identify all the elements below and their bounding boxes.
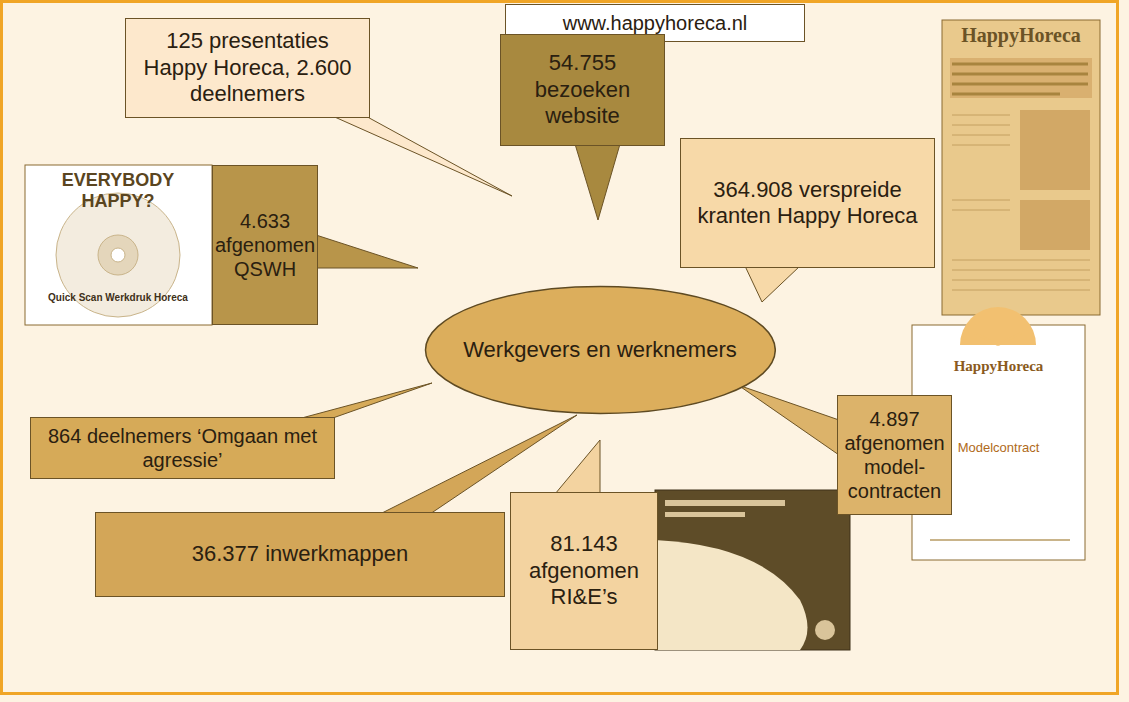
callout-bubble: 36.377 inwerkmappen: [95, 512, 505, 597]
newspaper: [942, 20, 1100, 315]
node-text: 54.755 bezoeken website: [507, 50, 658, 129]
callout-bubble: 81.143 afgenomen RI&E’s: [510, 492, 658, 650]
node-text: 864 deelnemers ‘Omgaan met agressie’: [37, 424, 328, 472]
node-text: www.happyhoreca.nl: [563, 11, 748, 35]
node-text: 364.908 verspreide kranten Happy Horeca: [687, 177, 928, 230]
callout-bubble: 4.633 afgenomen QSWH: [212, 165, 318, 325]
node-text: Werkgevers en werknemers: [463, 337, 736, 363]
callout-bubble: 864 deelnemers ‘Omgaan met agressie’: [30, 417, 335, 479]
newspaper-masthead: HappyHoreca: [945, 24, 1097, 47]
node-text: 125 presentaties Happy Horeca, 2.600 dee…: [132, 28, 363, 107]
booklet-masthead: HappyHoreca: [915, 358, 1082, 375]
callout-bubble: 54.755 bezoeken website: [500, 34, 665, 146]
node-text: 36.377 inwerkmappen: [192, 541, 408, 567]
booklet-title: Modelcontract: [915, 440, 1082, 455]
ellipse-shape: [425, 287, 775, 414]
rie-booklet: [655, 490, 850, 650]
callout-bubble: 364.908 verspreide kranten Happy Horeca: [680, 138, 935, 268]
frame: [2, 2, 1118, 694]
center-ellipse: Werkgevers en werknemers: [424, 285, 777, 415]
cd-title: EVERYBODY HAPPY?: [28, 170, 208, 212]
cd-subtitle: Quick Scan Werkdruk Horeca: [40, 292, 196, 303]
node-text: 81.143 afgenomen RI&E’s: [517, 531, 651, 610]
node-text: 4.633 afgenomen QSWH: [215, 209, 315, 281]
node-text: 4.897 afgenomen model-contracten: [844, 407, 945, 503]
callout-bubble: 4.897 afgenomen model-contracten: [837, 395, 952, 515]
cd-cover: [25, 165, 212, 325]
callout-bubble: 125 presentaties Happy Horeca, 2.600 dee…: [125, 18, 370, 118]
